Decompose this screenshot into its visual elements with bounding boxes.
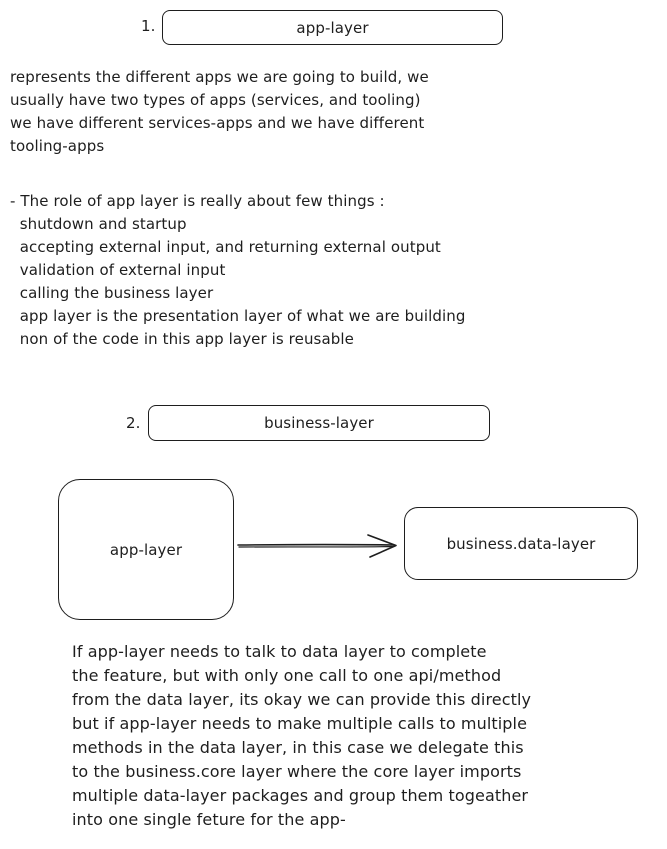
business-data-layer-node-label: business.data-layer: [446, 534, 596, 553]
section-2-title: business-layer: [264, 414, 374, 432]
intro-line: tooling-apps: [10, 137, 105, 155]
section-1-title: app-layer: [296, 18, 369, 37]
intro-line: usually have two types of apps (services…: [10, 91, 421, 109]
intro-line: represents the different apps we are goi…: [10, 68, 429, 86]
business-data-layer-node: business.data-layer: [404, 507, 638, 580]
role-line: accepting external input, and returning …: [10, 238, 441, 256]
explanation-line: the feature, but with only one call to o…: [72, 666, 502, 685]
section-1-number: 1.: [141, 17, 156, 35]
role-line: shutdown and startup: [10, 215, 187, 233]
section-1-title-box: app-layer: [162, 10, 503, 45]
role-line: - The role of app layer is really about …: [10, 192, 385, 210]
explanation-line: from the data layer, its okay we can pro…: [72, 690, 532, 709]
role-line: app layer is the presentation layer of w…: [10, 307, 466, 325]
role-line: validation of external input: [10, 261, 226, 279]
role-line: calling the business layer: [10, 284, 214, 302]
explanation-line: to the business.core layer where the cor…: [72, 762, 522, 781]
app-layer-node: app-layer: [58, 479, 234, 620]
role-line: non of the code in this app layer is reu…: [10, 330, 354, 348]
section-2-title-box: business-layer: [148, 405, 490, 441]
dependency-arrow: [237, 534, 397, 558]
explanation-line: methods in the data layer, in this case …: [72, 738, 524, 757]
explanation-line: but if app-layer needs to make multiple …: [72, 714, 528, 733]
explanation-line: multiple data-layer packages and group t…: [72, 786, 529, 805]
intro-line: we have different services-apps and we h…: [10, 114, 425, 132]
app-layer-node-label: app-layer: [109, 540, 183, 559]
section-2-number: 2.: [126, 414, 141, 432]
explanation-line: into one single feture for the app-: [72, 810, 346, 829]
explanation-line: If app-layer needs to talk to data layer…: [72, 642, 487, 661]
